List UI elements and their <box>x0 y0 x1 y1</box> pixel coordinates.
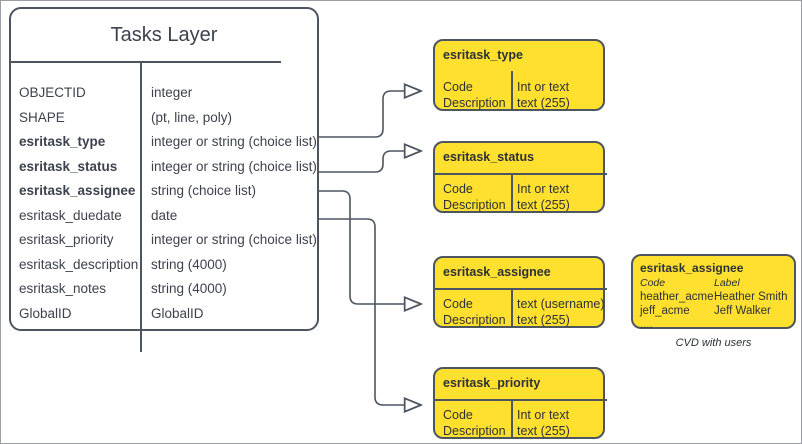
column-divider <box>140 62 142 352</box>
field-row: esritask_type integer or string (choice l… <box>11 134 317 159</box>
field-type: date <box>151 207 178 223</box>
field-type: string (choice list) <box>151 183 257 198</box>
field-name: esritask_type <box>19 134 106 149</box>
field-row: esritask_notes string (4000) <box>11 281 317 306</box>
field-row: OBJECTID integer <box>11 85 317 110</box>
type-label: text (255) <box>517 198 570 212</box>
code-label: Description <box>443 313 506 327</box>
field-name: esritask_notes <box>19 281 107 296</box>
cvd-code: Code <box>640 277 666 289</box>
title-divider <box>435 288 607 290</box>
field-type: string (4000) <box>151 281 227 296</box>
field-name: esritask_priority <box>19 232 114 247</box>
field-row: SHAPE (pt, line, poly) <box>11 110 317 135</box>
connector-status <box>319 151 421 173</box>
cvd-code: .... <box>640 319 653 331</box>
cvd-header-row: Code Label <box>640 277 792 291</box>
cvd-label: Label <box>714 277 740 289</box>
code-label: Description <box>443 96 506 110</box>
field-name: esritask_description <box>19 256 139 272</box>
column-divider <box>511 173 513 213</box>
field-row: esritask_status integer or string (choice… <box>11 159 317 184</box>
type-column: Int or text text (255) <box>517 79 570 111</box>
title-divider <box>11 61 281 63</box>
code-label: Description <box>443 424 506 438</box>
field-name: esritask_duedate <box>19 207 122 223</box>
cvd-code: heather_acme <box>640 291 714 303</box>
field-type: integer or string (choice list) <box>151 158 317 174</box>
field-row: esritask_assignee string (choice list) <box>11 183 317 208</box>
field-name: OBJECTID <box>19 85 86 100</box>
code-label: Code <box>443 182 473 196</box>
type-column: text (username) text (255) <box>517 296 605 328</box>
type-column: Int or text text (255) <box>517 407 570 439</box>
type-label: text (username) <box>517 297 605 311</box>
connector-assignee <box>319 190 421 304</box>
cvd-caption: CVD with users <box>675 337 752 349</box>
type-label: text (255) <box>517 96 570 110</box>
field-type: integer or string (choice list) <box>151 134 317 149</box>
field-row: esritask_priority integer or string (choi… <box>11 232 317 257</box>
title-divider <box>435 173 607 175</box>
column-divider <box>511 71 513 111</box>
cvd-data-row: .... <box>640 319 792 333</box>
type-label: text (255) <box>517 313 570 327</box>
field-type: string (4000) <box>151 256 227 272</box>
type-label: Int or text <box>517 182 570 196</box>
field-row: esritask_duedate date <box>11 208 317 233</box>
connector-type <box>319 91 421 138</box>
column-divider <box>511 288 513 328</box>
field-row: GlobalID GlobalID <box>11 306 317 331</box>
cvd-data-row: jeff_acme Jeff Walker <box>640 305 792 319</box>
entity-title: esritask_priority <box>443 376 541 390</box>
type-label: text (255) <box>517 424 570 438</box>
field-row: esritask_description string (4000) <box>11 257 317 282</box>
field-type: integer or string (choice list) <box>151 232 317 247</box>
entity-title: Tasks Layer <box>110 24 218 46</box>
type-column: Int or text text (255) <box>517 181 570 213</box>
code-label: Code <box>443 408 473 422</box>
field-type: (pt, line, poly) <box>151 109 233 125</box>
field-type: integer <box>151 85 193 100</box>
code-label: Code <box>443 297 473 311</box>
cvd-code: jeff_acme <box>640 305 690 317</box>
field-name: esritask_assignee <box>19 183 136 198</box>
type-label: Int or text <box>517 408 570 422</box>
field-name: esritask_status <box>19 158 118 174</box>
entity-title: esritask_assignee <box>443 265 551 279</box>
column-divider <box>511 399 513 439</box>
field-name: GlobalID <box>19 305 72 321</box>
entity-title: esritask_type <box>443 48 523 62</box>
field-name: SHAPE <box>19 109 65 125</box>
connector-priority <box>319 218 421 405</box>
cvd-label: Heather Smith <box>714 291 788 303</box>
code-label: Code <box>443 80 473 94</box>
field-type: GlobalID <box>151 305 204 321</box>
title-divider <box>435 399 607 401</box>
entity-title: esritask_status <box>443 150 535 164</box>
code-label: Description <box>443 198 506 212</box>
type-label: Int or text <box>517 80 570 94</box>
cvd-label: Jeff Walker <box>714 305 771 317</box>
cvd-title: esritask_assignee <box>640 261 744 275</box>
